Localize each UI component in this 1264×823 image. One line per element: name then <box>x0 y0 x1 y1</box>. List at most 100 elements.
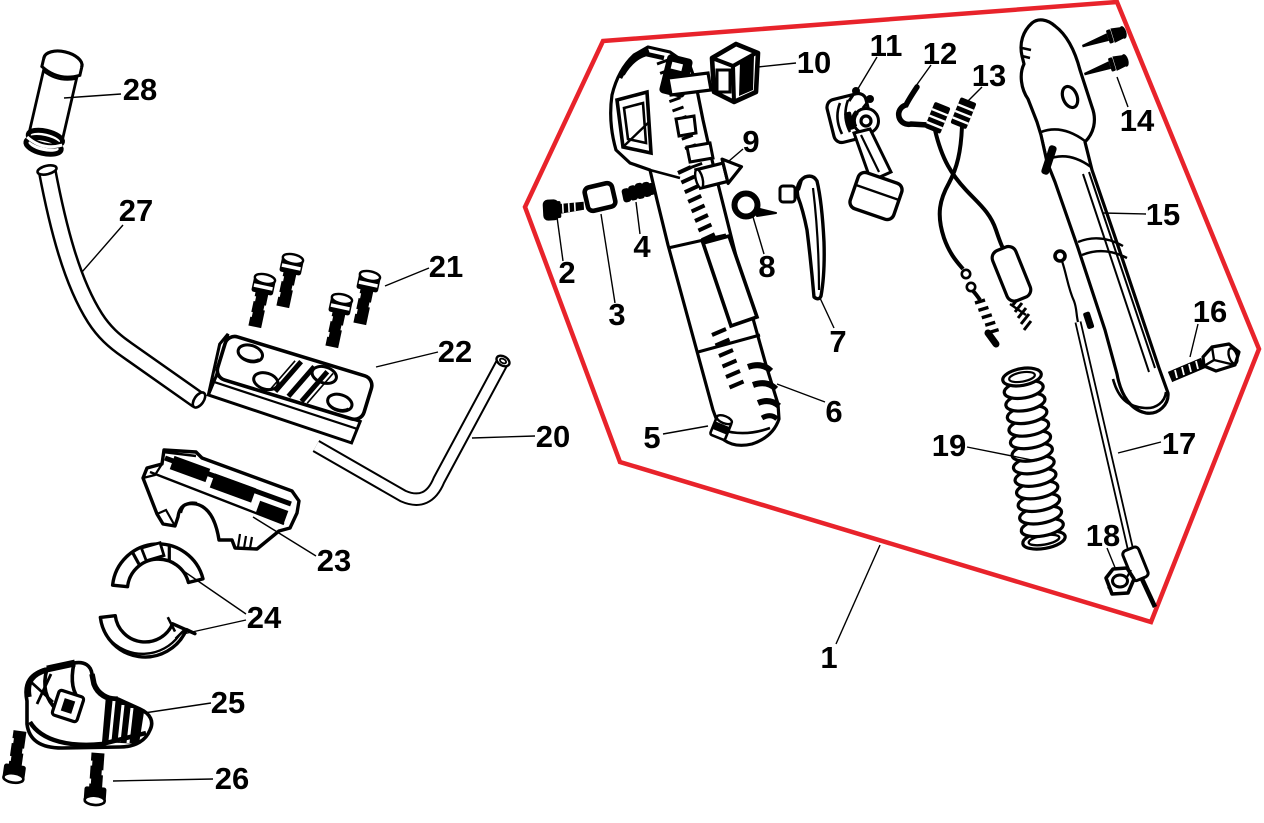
part-16-hex-bolt <box>1167 342 1241 383</box>
leader-line <box>757 62 797 68</box>
label-22: 22 <box>375 334 472 369</box>
part-number-24: 24 <box>247 600 282 635</box>
part-18-hex-nut <box>1104 566 1136 596</box>
leader-line <box>966 86 983 103</box>
label-7: 7 <box>819 297 847 359</box>
leader-line <box>375 351 439 368</box>
part-number-14: 14 <box>1120 103 1155 138</box>
label-25: 25 <box>143 685 245 720</box>
part-number-17: 17 <box>1162 426 1196 461</box>
part-17-throttle-cable <box>1053 249 1158 608</box>
part-15-handle-housing-right <box>1019 18 1170 415</box>
label-24: 24 <box>181 569 282 635</box>
leader-line <box>1117 441 1162 454</box>
leader-line <box>728 148 744 162</box>
part-number-1: 1 <box>820 640 837 675</box>
part-number-3: 3 <box>608 297 625 332</box>
part-number-2: 2 <box>558 255 575 290</box>
label-14: 14 <box>1116 76 1155 138</box>
part-14-screws <box>1082 26 1129 76</box>
part-12-spring-clip <box>895 84 931 128</box>
leader-line <box>966 446 1038 462</box>
part-3-slider-block <box>582 180 618 214</box>
part-8-ring-seal <box>731 190 777 220</box>
label-13: 13 <box>966 58 1006 103</box>
leader-line <box>81 224 124 273</box>
part-number-21: 21 <box>429 249 463 284</box>
part-28-handle-grip <box>23 49 84 157</box>
leader-line <box>912 64 932 91</box>
label-6: 6 <box>776 383 843 429</box>
part-number-5: 5 <box>643 420 660 455</box>
leader-line <box>556 216 564 262</box>
leader-line <box>855 56 878 93</box>
label-4: 4 <box>633 201 651 264</box>
part-number-27: 27 <box>119 193 153 228</box>
label-5: 5 <box>643 420 709 455</box>
part-11-switch-lever <box>825 87 904 222</box>
label-26: 26 <box>112 761 249 796</box>
part-23-clamp-bracket <box>141 448 301 551</box>
part-22-clamp-plate <box>206 333 374 445</box>
label-11: 11 <box>855 28 903 93</box>
leader-line <box>1106 547 1117 571</box>
leader-line <box>181 569 247 615</box>
label-17: 17 <box>1117 426 1196 461</box>
leader-line <box>819 297 835 329</box>
part-5-plug <box>709 413 734 441</box>
part-4-spring <box>621 181 655 203</box>
label-21: 21 <box>384 249 463 287</box>
part-number-6: 6 <box>825 394 842 429</box>
leader-line <box>143 702 212 714</box>
part-number-25: 25 <box>211 685 245 720</box>
part-9-lock-button <box>693 157 744 191</box>
label-2: 2 <box>556 216 576 290</box>
part-number-4: 4 <box>633 229 651 264</box>
part-number-11: 11 <box>870 28 903 63</box>
part-7-throttle-trigger <box>778 174 826 301</box>
label-23: 23 <box>252 516 351 578</box>
leader-line <box>776 383 826 403</box>
part-number-9: 9 <box>742 124 759 159</box>
leader-line <box>600 213 616 304</box>
part-24-clamp-inserts <box>98 541 205 659</box>
label-28: 28 <box>63 72 157 107</box>
part-10-switch-block <box>709 41 761 105</box>
part-number-28: 28 <box>123 72 157 107</box>
part-number-22: 22 <box>438 334 472 369</box>
part-number-23: 23 <box>317 543 351 578</box>
label-12: 12 <box>912 36 957 91</box>
part-number-13: 13 <box>972 58 1006 93</box>
part-number-20: 20 <box>536 419 570 454</box>
label-3: 3 <box>600 213 626 332</box>
leader-line <box>1189 323 1199 358</box>
label-15: 15 <box>1102 197 1180 232</box>
leader-line <box>182 619 247 635</box>
assembly-group-outline <box>522 0 1262 625</box>
part-number-12: 12 <box>923 36 957 71</box>
part-21-clamp-bolts <box>242 250 383 351</box>
leader-line <box>1116 76 1129 108</box>
part-2-screw <box>542 199 585 221</box>
part-20-handlebar-tube-right <box>312 354 511 506</box>
part-27-handlebar-tube-left <box>36 164 207 409</box>
label-8: 8 <box>752 216 776 284</box>
part-number-15: 15 <box>1146 197 1180 232</box>
leader-line <box>112 778 214 782</box>
label-27: 27 <box>81 193 153 273</box>
leader-line <box>252 516 317 557</box>
leader-line <box>752 216 765 255</box>
leader-line <box>835 544 881 645</box>
label-10: 10 <box>757 45 831 80</box>
part-number-8: 8 <box>758 249 775 284</box>
part-number-10: 10 <box>797 45 831 80</box>
part-19-cable-sheath <box>1001 366 1067 551</box>
leader-line <box>384 267 430 287</box>
leader-line <box>1102 212 1147 215</box>
part-number-16: 16 <box>1193 294 1227 329</box>
label-16: 16 <box>1189 294 1227 358</box>
part-13-wire-harness <box>925 97 1033 348</box>
leader-line <box>635 201 641 235</box>
